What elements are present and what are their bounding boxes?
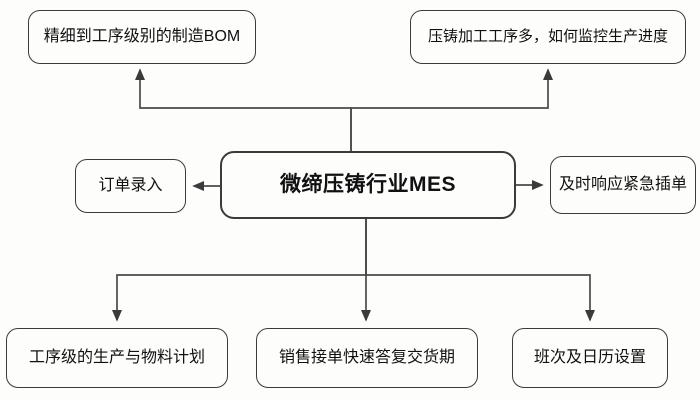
node-order-entry[interactable]: 订单录入 xyxy=(75,159,186,213)
node-center-mes[interactable]: 微缔压铸行业MES xyxy=(220,151,516,219)
node-label: 压铸加工工序多，如何监控生产进度 xyxy=(427,28,668,46)
edge-center-to-bottom-branch xyxy=(111,219,596,322)
node-label: 销售接单快速答复交货期 xyxy=(278,348,455,366)
node-label: 精细到工序级别的制造BOM xyxy=(43,27,241,45)
node-label: 工序级的生产与物料计划 xyxy=(28,348,205,366)
center-node-label: 微缔压铸行业MES xyxy=(279,172,456,196)
node-label: 订单录入 xyxy=(98,176,163,194)
node-label: 及时响应紧急插单 xyxy=(558,175,687,193)
node-manufacturing-bom[interactable]: 精细到工序级别的制造BOM xyxy=(28,10,256,64)
node-urgent-order-response[interactable]: 及时响应紧急插单 xyxy=(550,156,696,214)
node-shift-calendar-settings[interactable]: 班次及日历设置 xyxy=(512,328,668,388)
edge-center-to-top-branch xyxy=(134,68,554,151)
node-sales-delivery-reply[interactable]: 销售接单快速答复交货期 xyxy=(256,328,478,388)
node-process-level-production-plan[interactable]: 工序级的生产与物料计划 xyxy=(6,328,228,388)
node-label: 班次及日历设置 xyxy=(533,348,646,366)
node-production-progress-monitoring[interactable]: 压铸加工工序多，如何监控生产进度 xyxy=(410,10,686,64)
